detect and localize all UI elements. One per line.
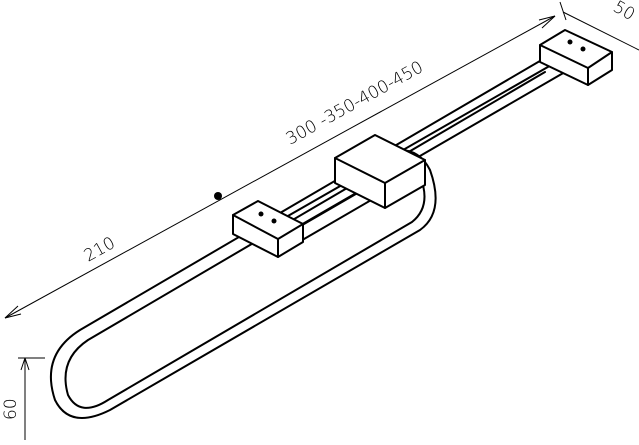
height-dimension-line (18, 357, 45, 440)
front-length-label: 210 (81, 233, 119, 266)
slider-block (334, 134, 426, 209)
length-range-label: 300 -350-400-450 (283, 57, 427, 149)
length-dimension-line (4, 15, 556, 319)
width-dimension-line (559, 1, 639, 51)
height-label: 60 (1, 398, 21, 420)
end-block (539, 29, 613, 86)
front-block (232, 200, 304, 258)
width-label: 50 (610, 0, 639, 25)
